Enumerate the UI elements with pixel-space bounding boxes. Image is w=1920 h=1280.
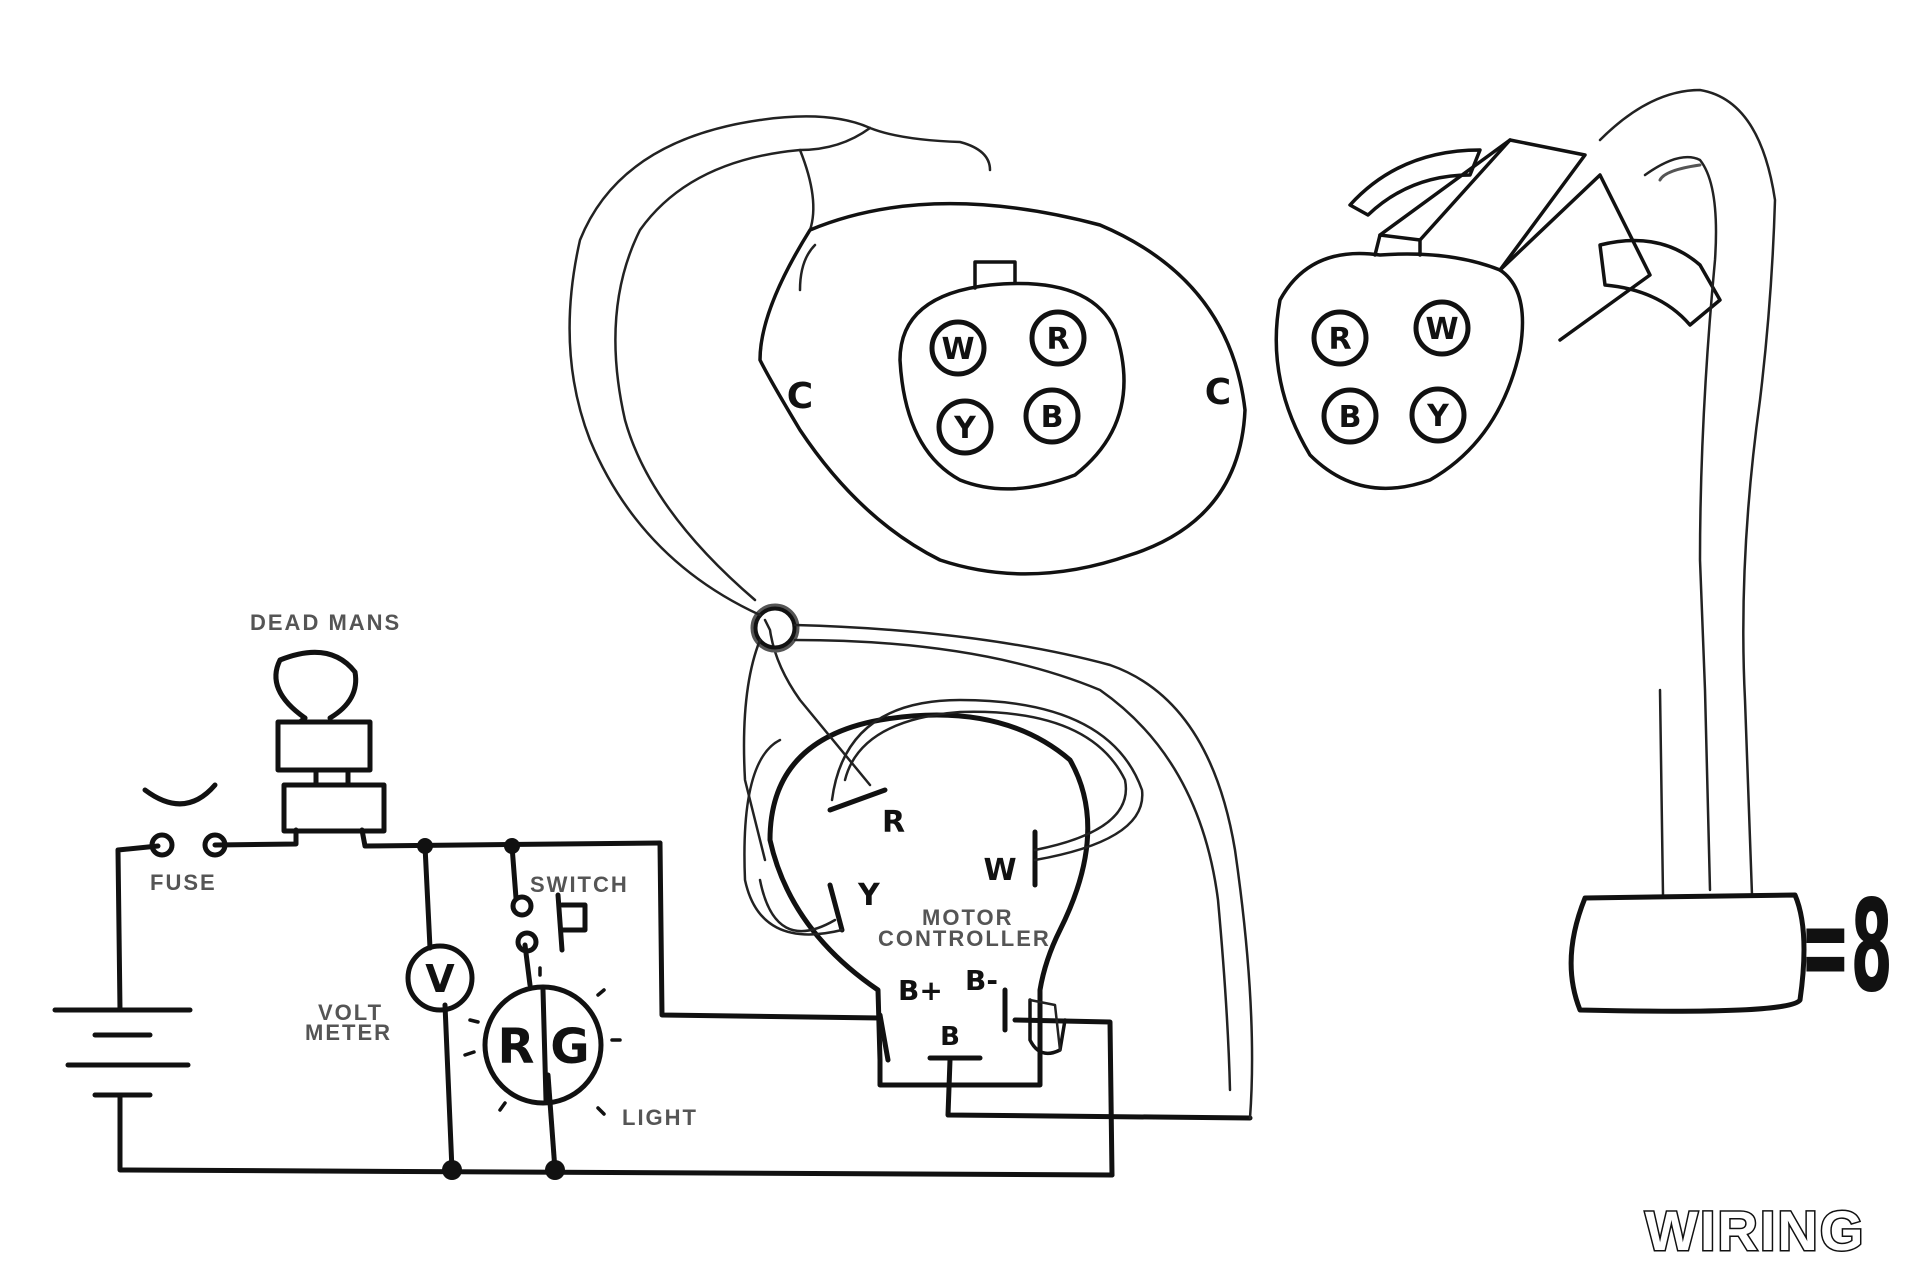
- controller-harness: [743, 698, 1144, 1052]
- component-labels: DEAD MANS FUSE SWITCH VOLT METER LIGHT M…: [150, 610, 1051, 1130]
- terminal-b-plus-label: B+: [898, 974, 943, 1007]
- socket-pin-2: R: [1046, 322, 1069, 357]
- plug-pin-2: W: [1425, 312, 1458, 347]
- mount-mark-left: C: [787, 376, 813, 417]
- motor-pod: [1568, 892, 1807, 1014]
- indicator-light: R G: [463, 966, 622, 1116]
- terminal-b-label: B: [940, 1022, 960, 1052]
- plug-pin-1: R: [1328, 322, 1351, 357]
- volt-meter: V: [405, 943, 475, 1013]
- label-dead-mans: DEAD MANS: [250, 610, 401, 635]
- mount-mark-right: C: [1205, 372, 1231, 413]
- terminal-b-minus-label: B-: [965, 964, 998, 997]
- label-volt: VOLT: [318, 1000, 383, 1025]
- terminal-r-label: R: [882, 805, 905, 840]
- label-motor: MOTOR: [922, 905, 1013, 930]
- motor-leg: [1598, 88, 1777, 897]
- dead-mans-switch: [273, 649, 387, 834]
- label-switch: SWITCH: [530, 872, 629, 897]
- label-controller: CONTROLLER: [878, 926, 1051, 951]
- connector-socket-left: C C W R Y B: [758, 202, 1247, 576]
- light-symbol-r: R: [498, 1019, 535, 1075]
- cable-harness: [568, 115, 1254, 1120]
- label-fuse: FUSE: [150, 870, 217, 895]
- propeller-mark: =8: [1800, 874, 1893, 1021]
- fuse-symbol: [142, 782, 228, 858]
- volt-meter-symbol: V: [425, 957, 455, 1001]
- circuit-wires: [115, 827, 1253, 1178]
- page-title: WIRING: [1645, 1199, 1865, 1262]
- socket-pin-3: Y: [953, 411, 977, 446]
- light-rays: [463, 966, 622, 1116]
- plug-pin-3: B: [1339, 400, 1362, 435]
- junction-dots: [417, 838, 565, 1180]
- socket-pin-4: B: [1041, 400, 1064, 435]
- terminal-y-label: Y: [857, 878, 881, 913]
- label-light: LIGHT: [622, 1105, 698, 1130]
- motor-controller: R Y W B+ B- B: [767, 712, 1091, 1088]
- label-meter: METER: [305, 1020, 392, 1045]
- socket-pin-1: W: [941, 332, 974, 367]
- plug-pin-4: Y: [1426, 399, 1450, 434]
- propeller-icon: =8: [1800, 874, 1893, 1021]
- switch-symbol: [510, 892, 588, 954]
- connector-plug-right: R W B Y: [1274, 138, 1722, 491]
- terminal-w-label: W: [983, 853, 1016, 888]
- battery-symbol: [52, 1007, 193, 1098]
- light-symbol-g: G: [550, 1019, 589, 1075]
